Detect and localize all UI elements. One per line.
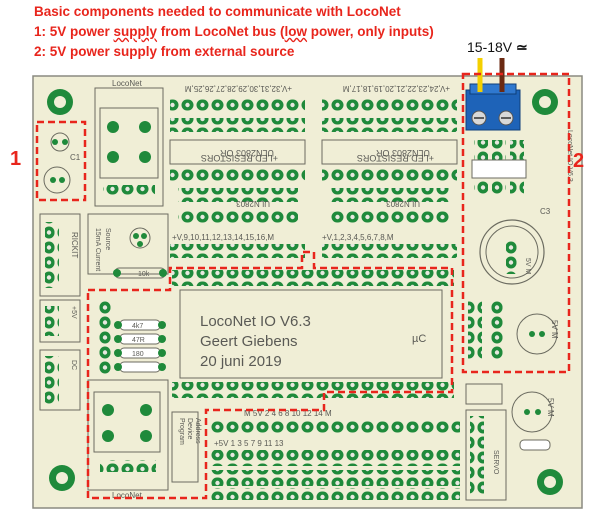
address-label: Address bbox=[194, 418, 201, 444]
cap-label: C3 bbox=[540, 207, 551, 216]
ic-socket-top-right: +V,24,23,22,21,20,19,18,17,M ULN2803 OR … bbox=[321, 84, 458, 224]
microcontroller: LocoNet IO V6.3 Geert Giebens 20 juni 20… bbox=[172, 270, 454, 398]
v-label-bottom: 5V M bbox=[546, 398, 555, 417]
bottom-header-2: M 5V 2 4 6 8 10 12 14 M bbox=[244, 409, 332, 418]
ic-right-name: ULN2803 bbox=[386, 199, 420, 208]
ic-top-right-sub: +LED RESISTORS bbox=[357, 153, 434, 163]
r-47-label: 47R bbox=[132, 337, 145, 344]
program-label: Program bbox=[178, 418, 185, 445]
ic-socket-top-left: +V,32,31,30,29,28,27,26,25,M ULN2803 OR … bbox=[169, 84, 306, 224]
ac-dc-symbol: ≃ bbox=[516, 39, 528, 55]
zone1-number: 1 bbox=[10, 148, 22, 170]
r-4k7-label: 4k7 bbox=[132, 323, 143, 330]
device-label: Device bbox=[186, 418, 193, 440]
ic-left-name: ULN2803 bbox=[236, 199, 270, 208]
board-date: 20 juni 2019 bbox=[200, 353, 282, 370]
loconet-top-label: LocoNet bbox=[112, 79, 143, 88]
ic-top-left-label: ULN2803 OR bbox=[219, 148, 274, 158]
loconet-connector: LocoNet bbox=[87, 379, 169, 500]
r-180-label: 180 bbox=[132, 351, 144, 358]
left-column-components: RICKIT 15mA Current Source 10k +5V DC bbox=[39, 213, 169, 411]
pin-headers-mid: +V,9,10,11,12,13,14,15,16,M +V,1,2,3,4,5… bbox=[170, 233, 457, 258]
annotation-line1: 1: 5V power supply from LocoNet bus (low… bbox=[34, 24, 434, 39]
v-label-mid: 5V M bbox=[550, 320, 559, 339]
zone2-outline bbox=[461, 72, 571, 374]
zone1-outline bbox=[35, 120, 87, 202]
pins-mid-right: +V,1,2,3,4,5,6,7,8,M bbox=[322, 233, 394, 242]
zone2-components: C3 5V M 5V M LocoNet IO V6.3 bbox=[468, 130, 573, 360]
ic-top-left-sub: +LED RESISTORS bbox=[201, 153, 278, 163]
power-terminal bbox=[465, 83, 521, 131]
servo-label: SERVO bbox=[492, 450, 499, 475]
zone2-number: 2 bbox=[573, 150, 585, 172]
pins-top-right: +V,24,23,22,21,20,19,18,17,M bbox=[343, 84, 450, 93]
bottom-header-1: +5V 1 3 5 7 9 11 13 bbox=[214, 439, 284, 448]
source-label: Source bbox=[104, 228, 111, 250]
ic-top-right-label: ULN2803 OR bbox=[375, 148, 430, 158]
r-10k-label: 10k bbox=[138, 271, 150, 278]
pins-mid-left: +V,9,10,11,12,13,14,15,16,M bbox=[172, 233, 274, 242]
uc-label: µC bbox=[412, 333, 426, 345]
zone1b-outline bbox=[86, 250, 454, 500]
board-author: Geert Giebens bbox=[200, 333, 298, 350]
pcb-board bbox=[32, 75, 583, 509]
io-header-bottom: +5V 1 3 5 7 9 11 13 M 5V 2 4 6 8 10 12 1… bbox=[210, 409, 460, 500]
current-label: 15mA Current bbox=[94, 228, 101, 271]
dc-label: DC bbox=[70, 360, 77, 370]
annotation-title: Basic components needed to communicate w… bbox=[34, 4, 401, 19]
zone1-components: C1 bbox=[43, 132, 81, 194]
annotation-line2: 2: 5V power supply from external source bbox=[34, 44, 295, 59]
svg-text:C1: C1 bbox=[70, 153, 81, 162]
resistor-block: 4k7 47R 180 bbox=[98, 300, 166, 376]
board-name: LocoNet IO V6.3 bbox=[200, 313, 311, 330]
loconet-label: LocoNet bbox=[112, 491, 143, 500]
v-label-top: 5V M bbox=[524, 258, 531, 275]
rickit-label: RICKIT bbox=[70, 232, 79, 258]
voltage-label: 15-18V ≃ bbox=[467, 39, 528, 55]
rj-socket-top: LocoNet bbox=[94, 79, 164, 207]
plus5v-label: +5V bbox=[70, 306, 77, 319]
pins-top-left: +V,32,31,30,29,28,27,26,25,M bbox=[185, 84, 292, 93]
program-switch: Program Device Address bbox=[171, 411, 201, 483]
servo-section: SERVO 5V M bbox=[465, 383, 555, 501]
mounting-holes bbox=[47, 89, 563, 495]
